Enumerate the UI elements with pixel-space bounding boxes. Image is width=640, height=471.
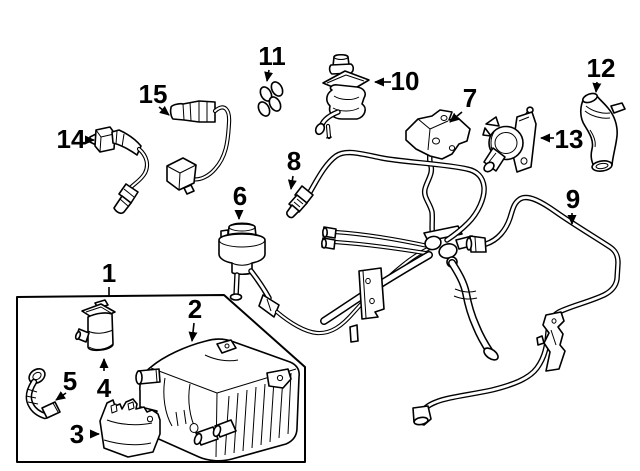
callout-6-label: 6 [233,181,247,211]
callout-9-label: 9 [566,184,580,214]
callout-1-label: 1 [102,258,116,288]
callout-5-label: 5 [63,366,77,396]
vent-hose [25,367,61,420]
vapor-tube [412,194,621,426]
callout-15: 15 [139,79,170,116]
vent-valve [74,299,116,352]
callout-4: 4 [97,358,112,403]
oxygen-sensor-front [89,126,150,215]
purge-valve [218,222,433,336]
callout-10-label: 10 [391,66,420,96]
tube-bracket [536,311,566,372]
parts-group-box [16,294,306,463]
callout-6: 6 [233,181,247,220]
callout-3-label: 3 [70,419,84,449]
canister-bracket [99,398,161,458]
egr-valve [314,53,370,140]
air-inlet-hose [579,92,626,172]
connector-hose [286,149,487,243]
canister-ribs [224,372,292,456]
callout-2: 2 [188,294,202,342]
callout-13-label: 13 [555,124,584,154]
vapor-canister [135,338,300,462]
callout-13: 13 [540,124,584,154]
callout-14-label: 14 [57,124,86,154]
callout-4-label: 4 [97,373,112,403]
callout-7: 7 [449,83,477,123]
callout-8-label: 8 [287,146,301,176]
check-valve [482,106,537,173]
callout-11-label: 11 [258,41,286,71]
vapor-tube-assembly [320,138,499,361]
mounting-bracket [405,109,471,160]
callout-7-label: 7 [463,83,477,113]
callout-9: 9 [566,184,580,225]
callout-1: 1 [102,258,116,296]
callout-15-label: 15 [139,79,168,109]
callout-8: 8 [287,146,301,190]
callout-10: 10 [374,66,420,96]
callout-2-label: 2 [188,294,202,324]
callout-12: 12 [587,53,616,93]
callout-11: 11 [258,41,286,82]
callout-14: 14 [57,124,95,154]
callout-3: 3 [70,419,100,449]
callout-5: 5 [55,366,77,401]
oxygen-sensor-rear [166,100,232,195]
callout-12-label: 12 [587,53,616,83]
egr-gasket [257,81,284,117]
